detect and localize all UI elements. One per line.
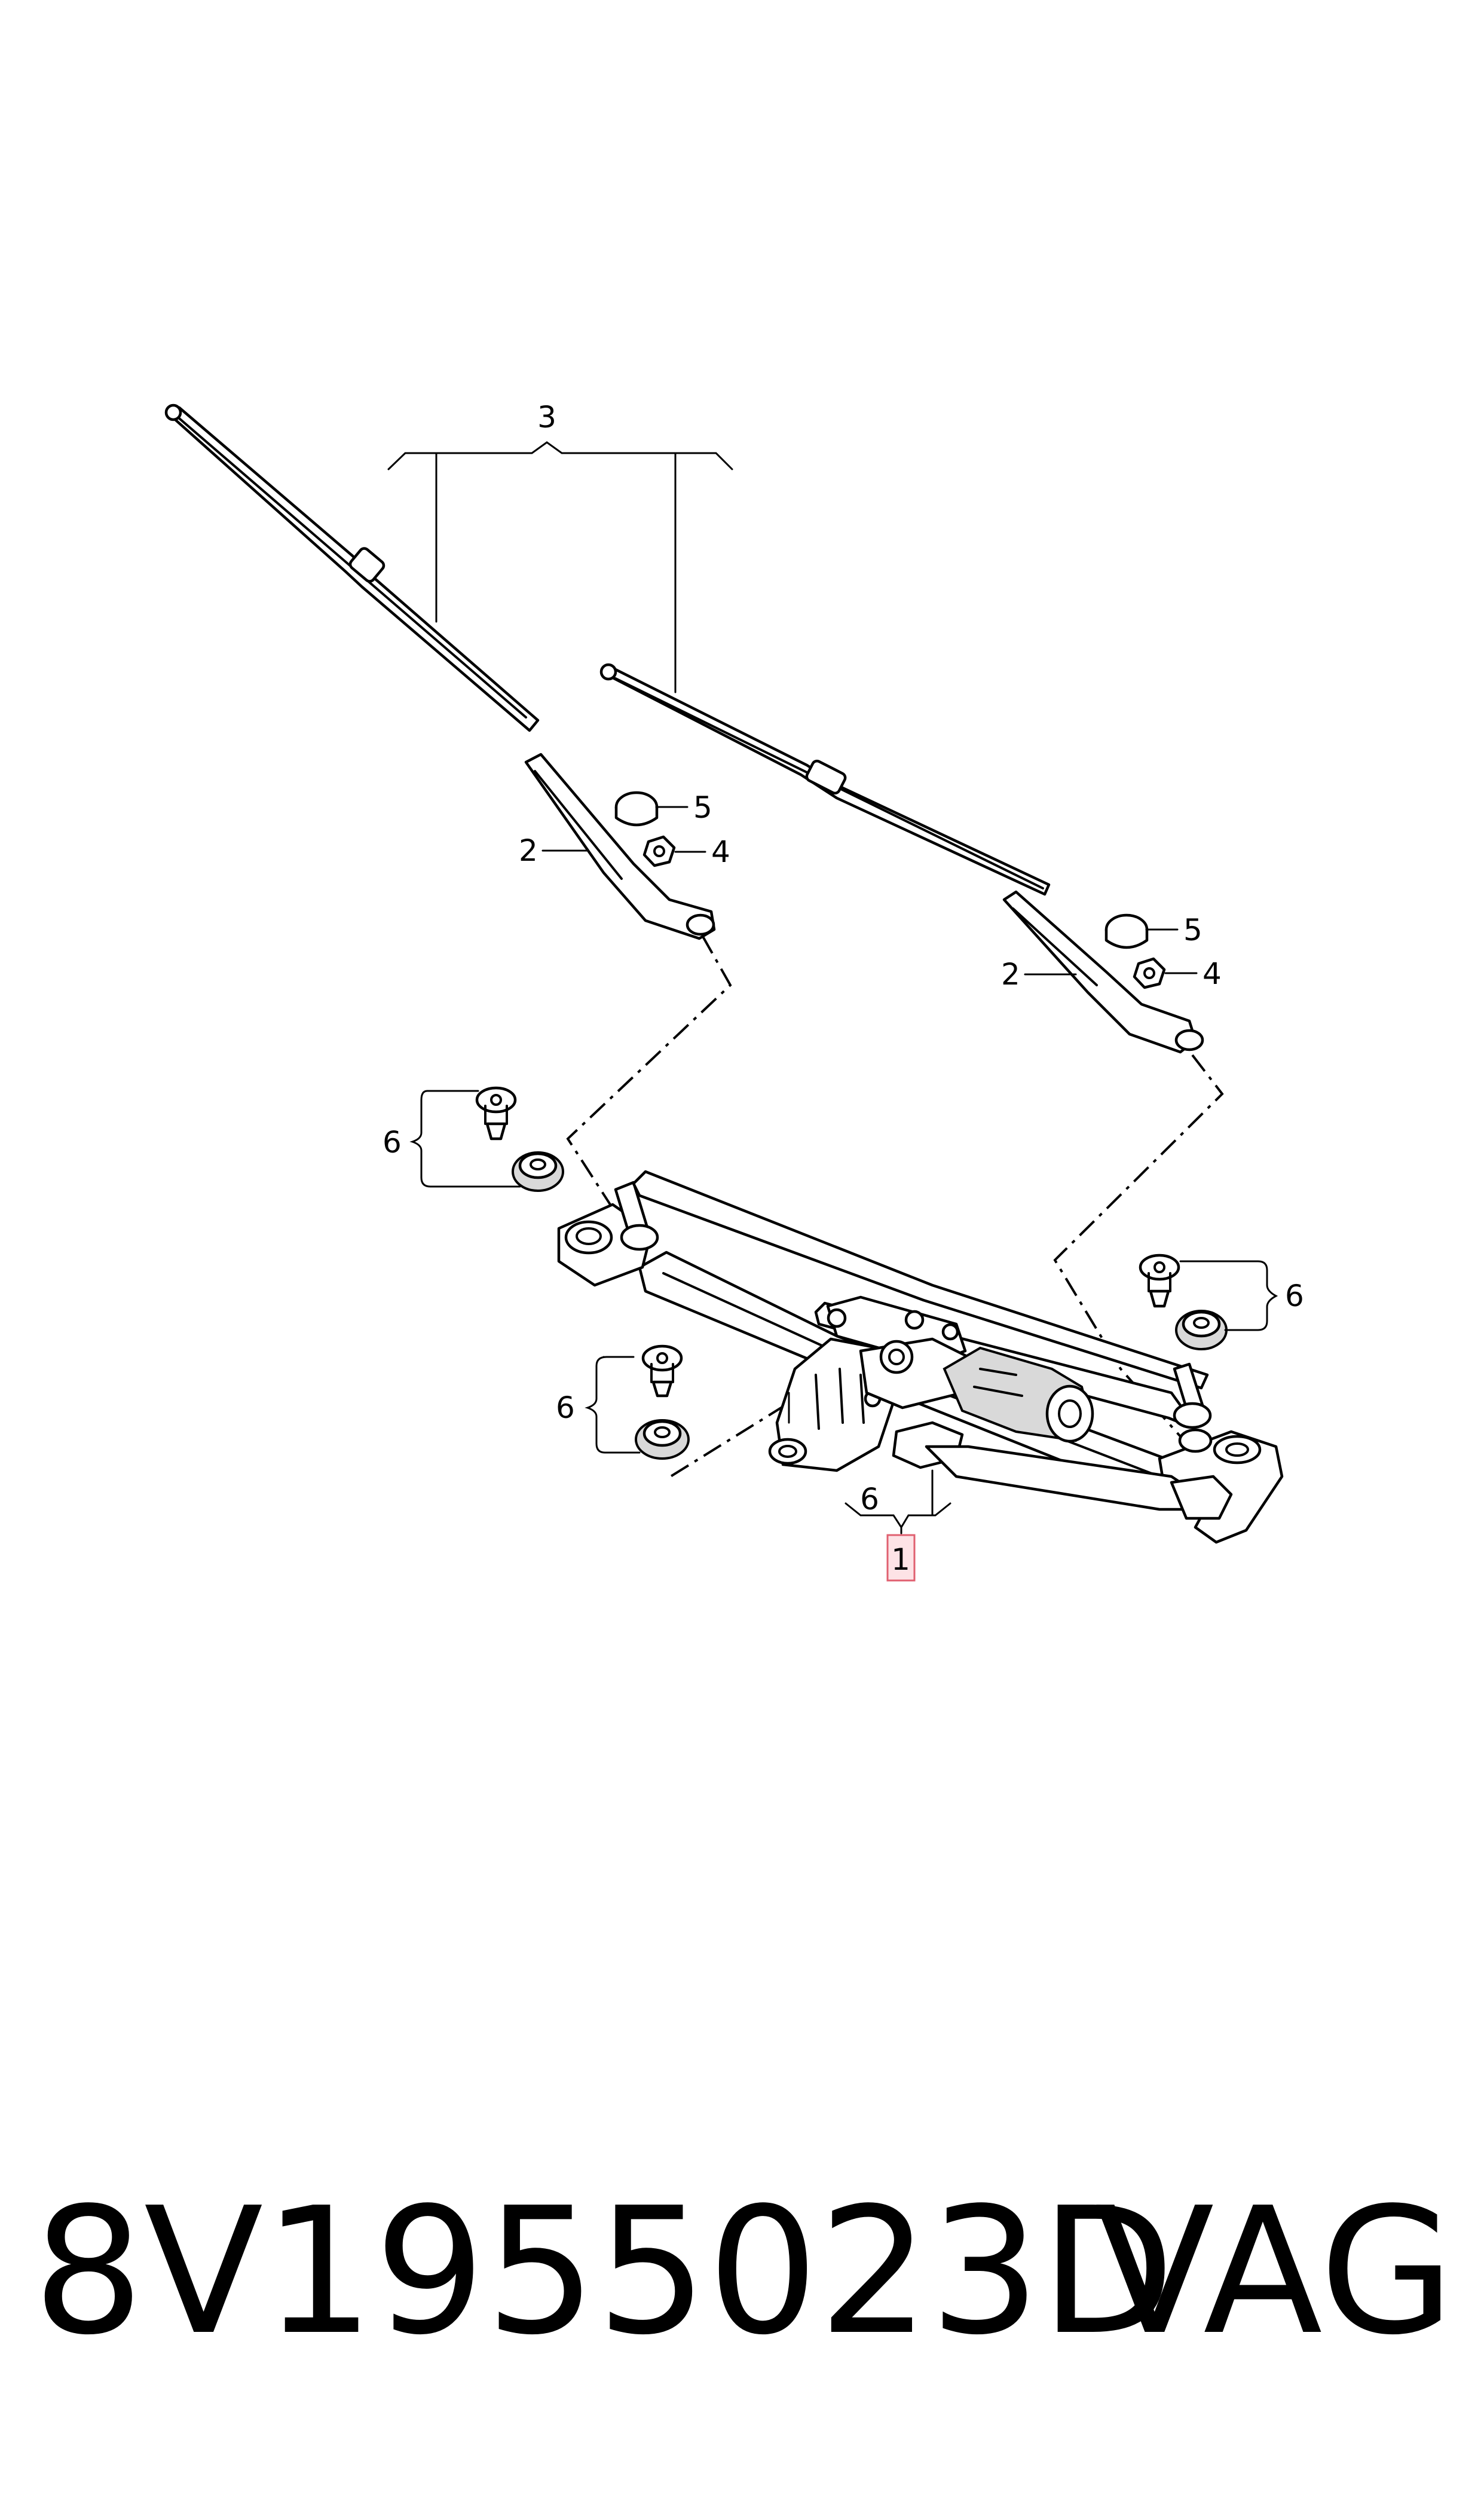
callout-4-right: 4 (1203, 956, 1222, 991)
screw-group-left-lower (635, 1344, 690, 1460)
wiper-linkage-frame (557, 1170, 1284, 1544)
part-number: 8V1955023D (33, 2170, 1175, 2373)
callout-6-bottom: 6 (860, 1482, 879, 1517)
callout-5-left: 5 (693, 790, 712, 825)
brand-name: VAG (1095, 2170, 1455, 2373)
callout-3: 3 (537, 400, 556, 435)
left-cap (614, 791, 659, 827)
right-wiper-arm (1002, 890, 1204, 1054)
right-cap (1104, 913, 1149, 949)
callout-4-left: 4 (711, 834, 730, 869)
right-nut (1133, 957, 1166, 989)
callout-2-right: 2 (1001, 957, 1020, 992)
left-wiper-arm (524, 753, 716, 940)
callout-6-left-upper: 6 (383, 1125, 402, 1160)
callout-6-left-lower: 6 (556, 1390, 575, 1425)
screw-group-left-upper (475, 1086, 564, 1192)
footer: 8V1955023D VAG (0, 2146, 1484, 2397)
callout-1: 1 (891, 1542, 910, 1577)
left-wiper-blade (164, 403, 540, 732)
callout-6-right: 6 (1285, 1279, 1304, 1313)
screw-group-right (1139, 1254, 1228, 1350)
right-wiper-blade (599, 663, 1051, 896)
left-nut (642, 835, 676, 867)
callout-5-right: 5 (1183, 913, 1203, 947)
callout-2-left: 2 (519, 833, 538, 868)
